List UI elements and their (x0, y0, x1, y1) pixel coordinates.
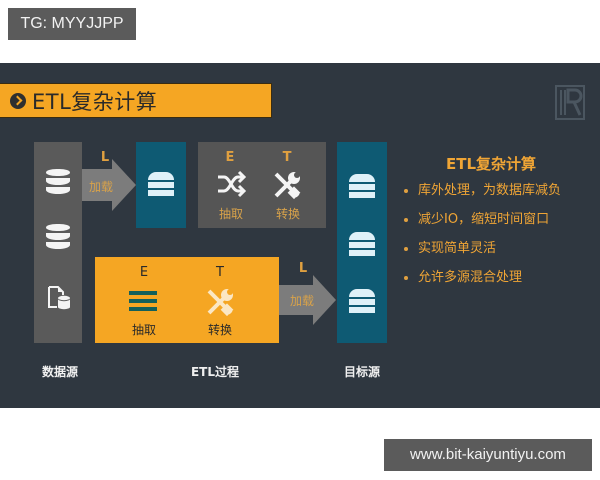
database-stack-icon (349, 174, 375, 200)
load-arrow-top: 加载 (82, 159, 136, 211)
extract-letter: E (139, 265, 149, 280)
summary-bullet: 减少IO，缩短时间窗口 (400, 210, 600, 239)
staging-database-box (136, 142, 186, 228)
load-label-bottom: 加载 (290, 294, 315, 308)
summary-title: ETL复杂计算 (446, 155, 537, 173)
target-source-label: 目标源 (343, 365, 380, 379)
shuffle-icon (216, 170, 247, 202)
etl-process-orange-box: E T 抽取 转换 (95, 257, 279, 343)
chevron-circle-icon (10, 92, 26, 109)
tools-icon (205, 287, 235, 321)
database-icon (46, 169, 70, 195)
data-source-column (34, 142, 82, 343)
load-label-top: 加载 (89, 180, 114, 194)
extract-label: 抽取 (131, 323, 156, 337)
summary-bullet: 实现简单灵活 (400, 239, 600, 268)
etl-slide: ETL复杂计算 数据源 (0, 63, 600, 408)
database-icon (46, 224, 70, 250)
r-logo-icon (555, 85, 585, 120)
list-lines-icon (129, 291, 157, 311)
slide-header-bar: ETL复杂计算 (0, 83, 272, 118)
transform-label: 转换 (275, 207, 300, 221)
summary-bullet: 允许多源混合处理 (400, 268, 600, 297)
transform-letter: T (282, 150, 292, 165)
database-stack-icon (148, 172, 174, 198)
target-source-column (337, 142, 387, 343)
watermark-top-badge: TG: MYYJJPP (8, 8, 136, 40)
slide-title: ETL复杂计算 (32, 89, 158, 114)
transform-label: 转换 (207, 323, 232, 337)
database-stack-icon (349, 232, 375, 258)
tools-icon (272, 170, 302, 204)
transform-letter: T (216, 265, 224, 280)
extract-label: 抽取 (218, 207, 243, 221)
load-arrow-bottom: 加载 (279, 275, 337, 325)
etl-process-grey-box: E T 抽取 转换 (198, 142, 326, 228)
summary-bullet-list: 库外处理，为数据库减负 减少IO，缩短时间窗口 实现简单灵活 允许多源混合处理 (400, 181, 600, 297)
data-source-label: 数据源 (41, 365, 78, 379)
database-stack-icon (349, 289, 375, 315)
summary-bullet: 库外处理，为数据库减负 (400, 181, 600, 210)
watermark-url-badge: www.bit-kaiyuntiyu.com (384, 439, 592, 471)
file-database-icon (46, 285, 72, 315)
extract-letter: E (225, 150, 235, 165)
etl-process-label: ETL过程 (190, 365, 240, 379)
load-letter-bottom: L (298, 261, 308, 276)
load-letter-top: L (100, 150, 110, 165)
